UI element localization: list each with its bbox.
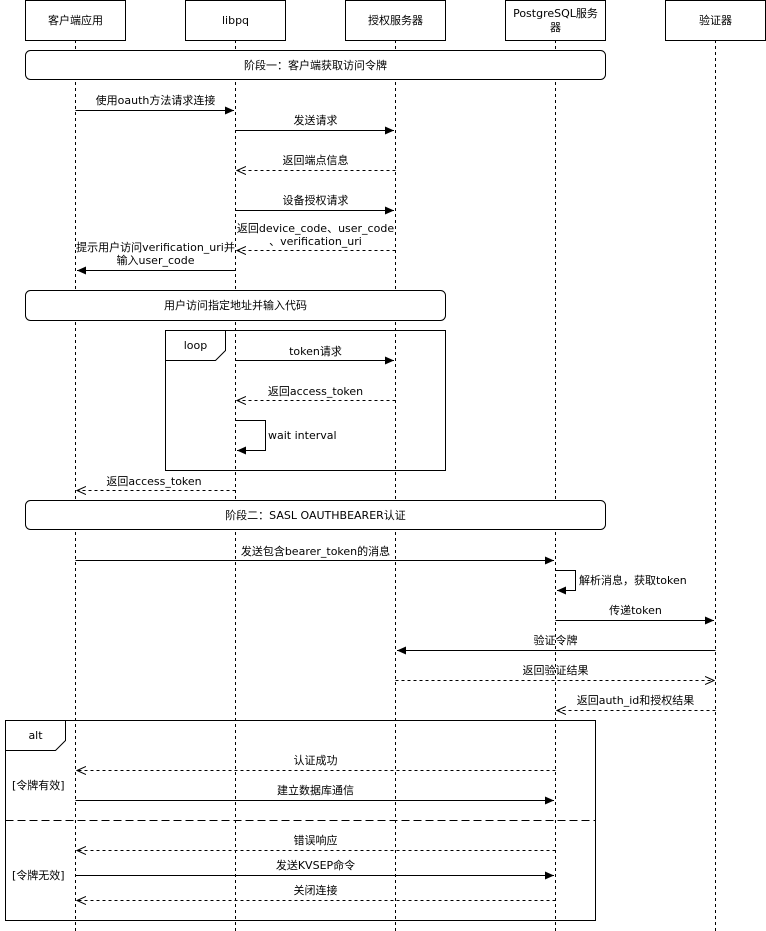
message-label: 返回验证结果	[523, 663, 589, 677]
message-label: 错误响应	[294, 833, 338, 847]
message-validate-token: 验证令牌	[397, 633, 716, 655]
phase1-note: 阶段一：客户端获取访问令牌	[25, 50, 606, 80]
user-action-note: 用户访问指定地址并输入代码	[25, 290, 446, 321]
message-label: 发送包含bearer_token的消息	[241, 544, 390, 558]
message-label: 返回auth_id和授权结果	[577, 693, 695, 707]
message-endpoint-info: 返回端点信息	[237, 153, 396, 171]
message-parse-token: 解析消息，获取token	[555, 570, 687, 595]
participant-libpq: libpq	[185, 0, 286, 41]
phase1-label: 阶段一：客户端获取访问令牌	[244, 58, 387, 72]
phase2-label: 阶段二：SASL OAUTHBEARER认证	[225, 508, 406, 522]
message-label: token请求	[289, 345, 342, 358]
message-send-bearer: 发送包含bearer_token的消息	[75, 544, 554, 565]
message-send-kvsep: 发送KVSEP命令	[75, 858, 554, 880]
participant-label: 授权服务器	[368, 13, 423, 27]
message-label: 验证令牌	[534, 633, 578, 647]
participant-label: 器	[550, 21, 561, 34]
participant-auth: 授权服务器	[345, 0, 446, 41]
participant-label: 客户端应用	[48, 13, 103, 27]
message-label: 返回access_token	[106, 475, 201, 488]
message-label: 关闭连接	[294, 883, 338, 897]
message-label: 返回device_code、user_code	[237, 222, 394, 235]
message-establish-db: 建立数据库通信	[75, 783, 554, 805]
participant-label: 验证器	[699, 13, 732, 27]
message-label: 使用oauth方法请求连接	[96, 93, 216, 107]
message-error-response: 错误响应	[77, 833, 556, 851]
alt-frame: alt [令牌有效] [令牌无效]	[5, 720, 596, 921]
participant-validator: 验证器	[665, 0, 766, 41]
lifelines	[75, 40, 716, 931]
loop-label: loop	[184, 339, 208, 352]
guard-invalid: [令牌无效]	[12, 868, 65, 882]
message-label: 建立数据库通信	[277, 783, 354, 797]
message-return-token: 返回access_token	[77, 475, 236, 491]
message-prompt-user: 提示用户访问verification_uri并 输入user_code	[76, 240, 236, 275]
message-validation-result: 返回验证结果	[395, 663, 715, 681]
message-label: 、verification_uri	[269, 235, 362, 248]
message-label: 传递token	[609, 603, 662, 617]
guard-valid: [令牌有效]	[12, 778, 65, 792]
participant-label: PostgreSQL服务	[513, 7, 598, 20]
participant-client: 客户端应用	[25, 0, 126, 41]
message-return-token-loop: 返回access_token	[237, 385, 396, 401]
message-label: 解析消息，获取token	[579, 573, 687, 587]
message-auth-success: 认证成功	[77, 754, 556, 771]
message-label: 设备授权请求	[283, 193, 349, 207]
participant-label: libpq	[222, 14, 249, 27]
user-action-label: 用户访问指定地址并输入代码	[164, 298, 307, 312]
loop-frame: loop	[165, 330, 446, 471]
message-auth-id-result: 返回auth_id和授权结果	[557, 693, 716, 711]
message-label: 输入user_code	[116, 253, 194, 267]
message-wait-interval: wait interval	[235, 420, 337, 455]
message-token-request: token请求	[235, 345, 394, 365]
message-device-code: 返回device_code、user_code 、verification_ur…	[237, 222, 396, 251]
participant-pg: PostgreSQL服务 器	[505, 0, 606, 41]
message-label: 提示用户访问verification_uri并	[76, 240, 235, 254]
message-label: 发送请求	[294, 113, 338, 127]
message-device-auth: 设备授权请求	[235, 193, 394, 215]
phase2-note: 阶段二：SASL OAUTHBEARER认证	[25, 500, 606, 530]
message-label: 认证成功	[294, 754, 338, 767]
message-label: 返回端点信息	[283, 153, 349, 167]
message-pass-token: 传递token	[555, 603, 714, 625]
message-label: 返回access_token	[268, 385, 363, 398]
alt-label: alt	[28, 729, 43, 742]
message-label: 发送KVSEP命令	[276, 858, 355, 872]
message-close-connection: 关闭连接	[77, 883, 556, 901]
message-connect-request: 使用oauth方法请求连接	[75, 93, 234, 115]
message-label: wait interval	[268, 429, 337, 442]
message-send-request: 发送请求	[235, 113, 394, 135]
